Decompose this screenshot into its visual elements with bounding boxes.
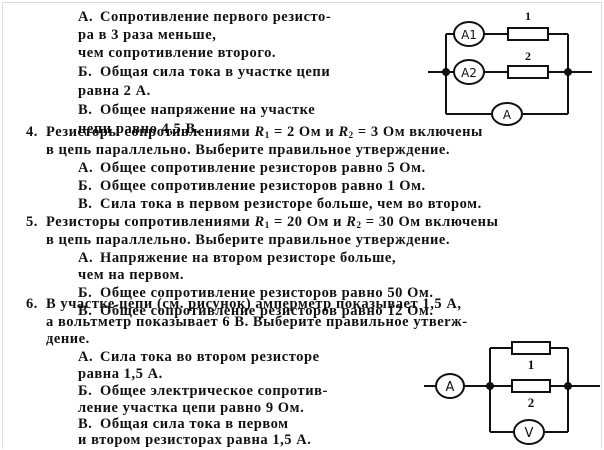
option-text: Общее сопротивление резисторов равно 50 … (100, 285, 434, 301)
q6-question: 6. В участке цепи (см. рисунок) амперметр… (26, 296, 462, 313)
q5-question-cont: в цепь параллельно. Выберите правильное … (46, 232, 451, 248)
q-text: = 20 Ом и (269, 214, 347, 230)
q3-option-b: Б. Общая сила тока в участке цепи (78, 64, 330, 81)
q-text: = 3 Ом включены (353, 124, 483, 140)
q3-option-a: А. Сопротивление первого резисто- (78, 9, 331, 26)
option-letter: Б. (78, 178, 93, 194)
option-letter: А. (78, 160, 94, 176)
ammeter-a-icon (491, 102, 523, 126)
ammeter-a2-icon (453, 59, 485, 85)
r1-symbol: R (254, 124, 265, 140)
question-number: 5. (26, 214, 38, 230)
question-number: 6. (26, 296, 38, 312)
option-text: Напряжение на втором резисторе больше, (100, 250, 397, 266)
label-v: V (525, 426, 534, 441)
q3-option-c-cont: цепи равно 4,5 В. (78, 121, 200, 137)
option-text: Общее сопротивление резисторов равно 5 О… (100, 160, 426, 176)
option-text: Общее напряжение на участке (100, 102, 316, 118)
option-letter: Б. (78, 64, 93, 80)
q5-option-b: Б. Общее сопротивление резисторов равно 5… (78, 285, 434, 302)
q4-question-cont: в цепь параллельно. Выберите правильное … (46, 142, 451, 158)
ammeter-icon (435, 373, 465, 399)
label-r2: 2 (528, 395, 535, 410)
r2-sub: 2 (348, 130, 354, 140)
q5-option-a: А. Напряжение на втором резисторе больше, (78, 250, 396, 267)
question-number: 4. (26, 124, 38, 140)
q-text: = 2 Ом и (269, 124, 339, 140)
q3-option-a-cont2: чем сопротивление второго. (78, 45, 277, 61)
q5-option-a-cont: чем на первом. (78, 267, 185, 283)
r2-symbol: R (346, 214, 357, 230)
q6-option-a: А. Сила тока во втором резисторе (78, 349, 320, 366)
q-text: = 30 Ом включены (361, 214, 499, 230)
option-text: Сила тока во втором резисторе (100, 349, 320, 365)
label-r1: 1 (528, 357, 535, 372)
option-letter: А. (78, 349, 94, 365)
option-letter: В. (78, 303, 93, 319)
q6-question-cont2: дение. (46, 331, 90, 347)
label-a: A (446, 380, 455, 395)
option-text: Общее электрическое сопротив- (100, 383, 328, 399)
option-text: Сила тока в первом резисторе больше, чем… (100, 196, 482, 212)
option-letter: А. (78, 250, 94, 266)
q6-question-cont: а вольтметр показывает 6 В. Выберите пра… (46, 314, 468, 330)
r1-sub: 1 (264, 130, 270, 140)
q3-option-b-cont: равна 2 А. (78, 83, 151, 99)
q6-option-b-cont: ление участка цепи равно 9 Ом. (78, 400, 305, 416)
option-text: Общая сила тока в участке цепи (100, 64, 331, 80)
q-text: Резисторы сопротивлениями (46, 124, 255, 140)
ammeter-a1-icon (453, 21, 485, 47)
q4-question: 4.Резисторы сопротивлениями R1 = 2 Ом и … (26, 124, 483, 144)
option-letter: В. (78, 102, 93, 118)
label-a1: A1 (461, 28, 477, 42)
q5-question: 5.Резисторы сопротивлениями R1 = 20 Ом и… (26, 214, 498, 234)
q5-option-c: В. Общее сопротивление резисторов равно 1… (78, 303, 434, 320)
label-r2: 2 (525, 49, 531, 63)
q6-circuit-diagram: A V 1 2 (424, 341, 600, 445)
label-a2: A2 (461, 66, 477, 80)
q4-option-c: В. Сила тока в первом резисторе больше, ч… (78, 196, 482, 213)
option-letter: А. (78, 9, 94, 25)
q-text: Резисторы сопротивлениями (46, 214, 255, 230)
q3-option-c: В. Общее напряжение на участке (78, 102, 315, 119)
q4-option-b: Б. Общее сопротивление резисторов равно 1… (78, 178, 426, 195)
label-r1: 1 (525, 9, 531, 23)
option-text: Общее сопротивление резисторов равно 1 О… (100, 178, 426, 194)
r2-sub: 2 (356, 220, 362, 230)
q6-option-a-cont: равна 1,5 А. (78, 366, 163, 382)
option-text: Общее сопротивление резисторов равно 12 … (100, 303, 434, 319)
q3-circuit-diagram: A1 A2 A 1 2 (428, 9, 592, 126)
option-text: Общая сила тока в первом (100, 416, 289, 432)
option-text: Сопротивление первого резисто- (100, 9, 332, 25)
q3-option-a-cont: ра в 3 раза меньше, (78, 27, 217, 43)
option-letter: В. (78, 416, 93, 432)
r2-symbol: R (338, 124, 349, 140)
option-letter: В. (78, 196, 93, 212)
q6-option-c-cont: и втором резисторах равна 1,5 А. (78, 432, 312, 448)
option-letter: Б. (78, 285, 93, 301)
label-a: A (503, 108, 512, 122)
option-letter: Б. (78, 383, 93, 399)
q6-option-b: Б. Общее электрическое сопротив- (78, 383, 328, 400)
r1-sub: 1 (264, 220, 270, 230)
q-text: В участке цепи (см. рисунок) амперметр п… (46, 296, 462, 312)
r1-symbol: R (254, 214, 265, 230)
q6-option-c: В. Общая сила тока в первом (78, 416, 289, 433)
q4-option-a: А. Общее сопротивление резисторов равно 5… (78, 160, 426, 177)
